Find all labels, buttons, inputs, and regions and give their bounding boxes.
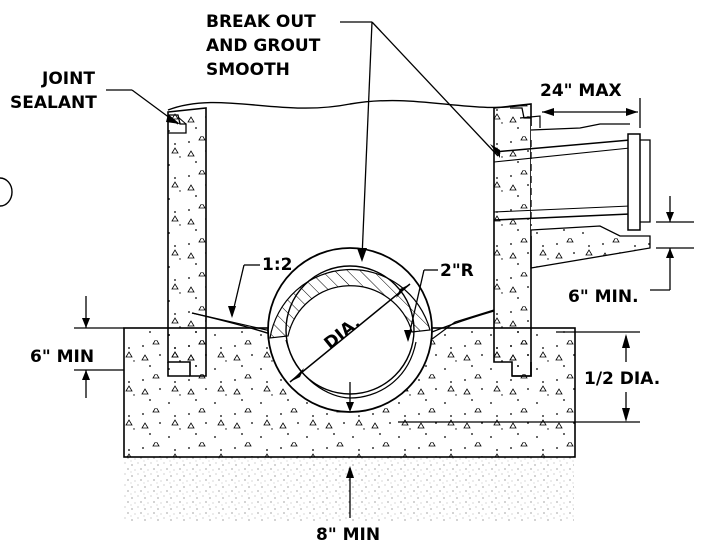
eight-min-dimension	[346, 466, 354, 518]
label-break-out-line2: AND GROUT	[206, 36, 321, 56]
label-eight-min: 8" MIN	[316, 525, 380, 545]
outlet-pipe	[267, 247, 433, 413]
label-radius: 2"R	[440, 261, 474, 281]
label-slope: 1:2	[262, 255, 292, 275]
base-six-min-dimension	[74, 296, 124, 398]
label-six-min-base: 6" MIN	[30, 347, 94, 367]
label-24-max: 24" MAX	[540, 81, 622, 101]
subgrade-soil	[124, 457, 574, 523]
label-break-out-line3: SMOOTH	[206, 60, 290, 80]
label-sealant: SEALANT	[10, 93, 97, 113]
section-marker-edge	[0, 177, 13, 207]
label-six-min-pipe: 6" MIN.	[568, 287, 639, 307]
label-joint: JOINT	[41, 69, 95, 89]
max-24-dimension	[542, 98, 641, 128]
leaders	[106, 21, 500, 342]
half-dia-dimension	[398, 331, 640, 423]
inlet-pipe	[493, 115, 651, 269]
pipe-six-min-dimension	[650, 196, 694, 291]
break-line	[167, 99, 532, 111]
left-manhole-wall	[167, 107, 207, 377]
label-break-out-line1: BREAK OUT	[206, 12, 316, 32]
right-manhole-wall	[493, 103, 532, 377]
label-half-dia: 1/2 DIA.	[584, 369, 660, 389]
